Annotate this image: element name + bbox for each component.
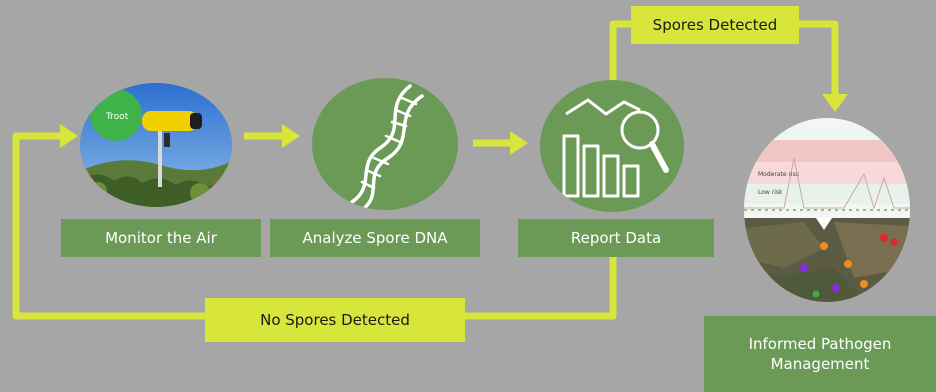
arrowhead-into-report xyxy=(510,131,528,155)
step-label-monitor-text: Monitor the Air xyxy=(105,228,217,247)
no-spores-detected-tag: No Spores Detected xyxy=(205,298,465,342)
no-spores-detected-text: No Spores Detected xyxy=(260,311,410,329)
loop-back-connector xyxy=(12,132,617,320)
risk-level-moderate: Moderate risk xyxy=(758,171,800,178)
monitor-air-photo: Troot xyxy=(80,83,232,207)
arrowhead-into-analyze xyxy=(282,124,300,148)
bar-chart-magnifier-icon xyxy=(540,80,684,212)
outcome-label: Informed Pathogen Management xyxy=(704,316,936,392)
outcome-label-text: Informed Pathogen Management xyxy=(748,334,892,373)
arrowhead-into-monitor xyxy=(60,124,78,148)
step-label-report-text: Report Data xyxy=(570,228,662,247)
spores-detected-text: Spores Detected xyxy=(652,16,778,34)
dna-helix-icon xyxy=(312,78,458,210)
step-label-analyze-text: Analyze Spore DNA xyxy=(302,228,448,247)
risk-level-low: Low risk xyxy=(758,189,783,196)
sampler-logo-text: Troot xyxy=(105,112,129,122)
step-label-analyze: Analyze Spore DNA xyxy=(270,219,480,257)
spores-detected-tag: Spores Detected xyxy=(631,6,799,44)
step-label-monitor: Monitor the Air xyxy=(61,219,261,257)
arrowhead-into-outcome xyxy=(822,94,848,112)
step-label-report: Report Data xyxy=(518,219,714,257)
risk-chart-map-photo: Moderate risk Low risk xyxy=(744,118,910,302)
